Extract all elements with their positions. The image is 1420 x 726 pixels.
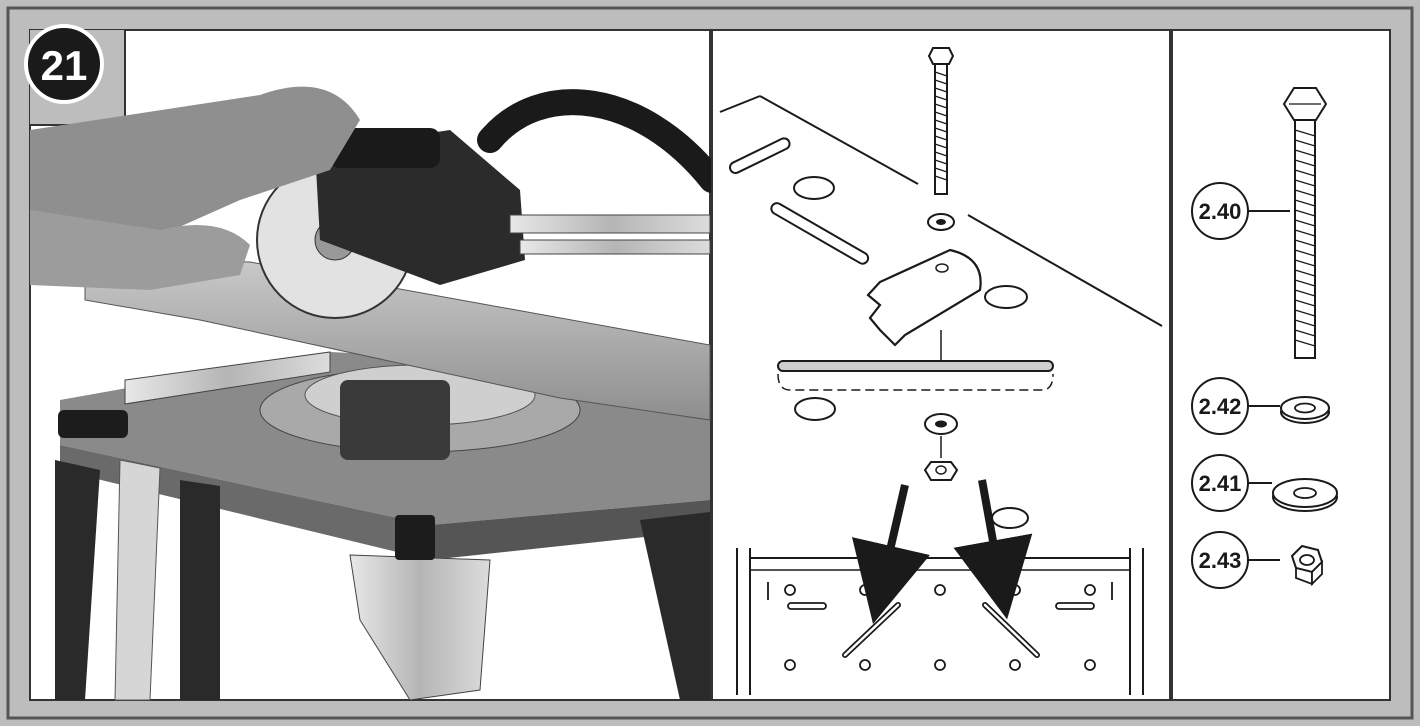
exploded-diagram-panel: [711, 29, 1171, 701]
hex-nut-icon: [1290, 544, 1324, 587]
large-washer-icon: [1272, 478, 1338, 512]
part-label: 2.43: [1199, 548, 1242, 573]
small-washer-icon: [1280, 396, 1330, 424]
part-label: 2.42: [1199, 394, 1242, 419]
step-number: 21: [41, 42, 88, 89]
bolt-icon: [1282, 87, 1328, 359]
part-item-2-40: 2.40: [1191, 87, 1328, 359]
part-item-2-42: 2.42: [1191, 377, 1330, 435]
parts-list-panel: 2.40: [1171, 29, 1391, 701]
step-badge: 21: [24, 24, 104, 104]
photo-panel: [29, 29, 725, 701]
part-label: 2.40: [1199, 199, 1242, 224]
part-label: 2.41: [1199, 471, 1242, 496]
part-item-2-41: 2.41: [1191, 454, 1338, 512]
part-item-2-43: 2.43: [1191, 531, 1324, 589]
